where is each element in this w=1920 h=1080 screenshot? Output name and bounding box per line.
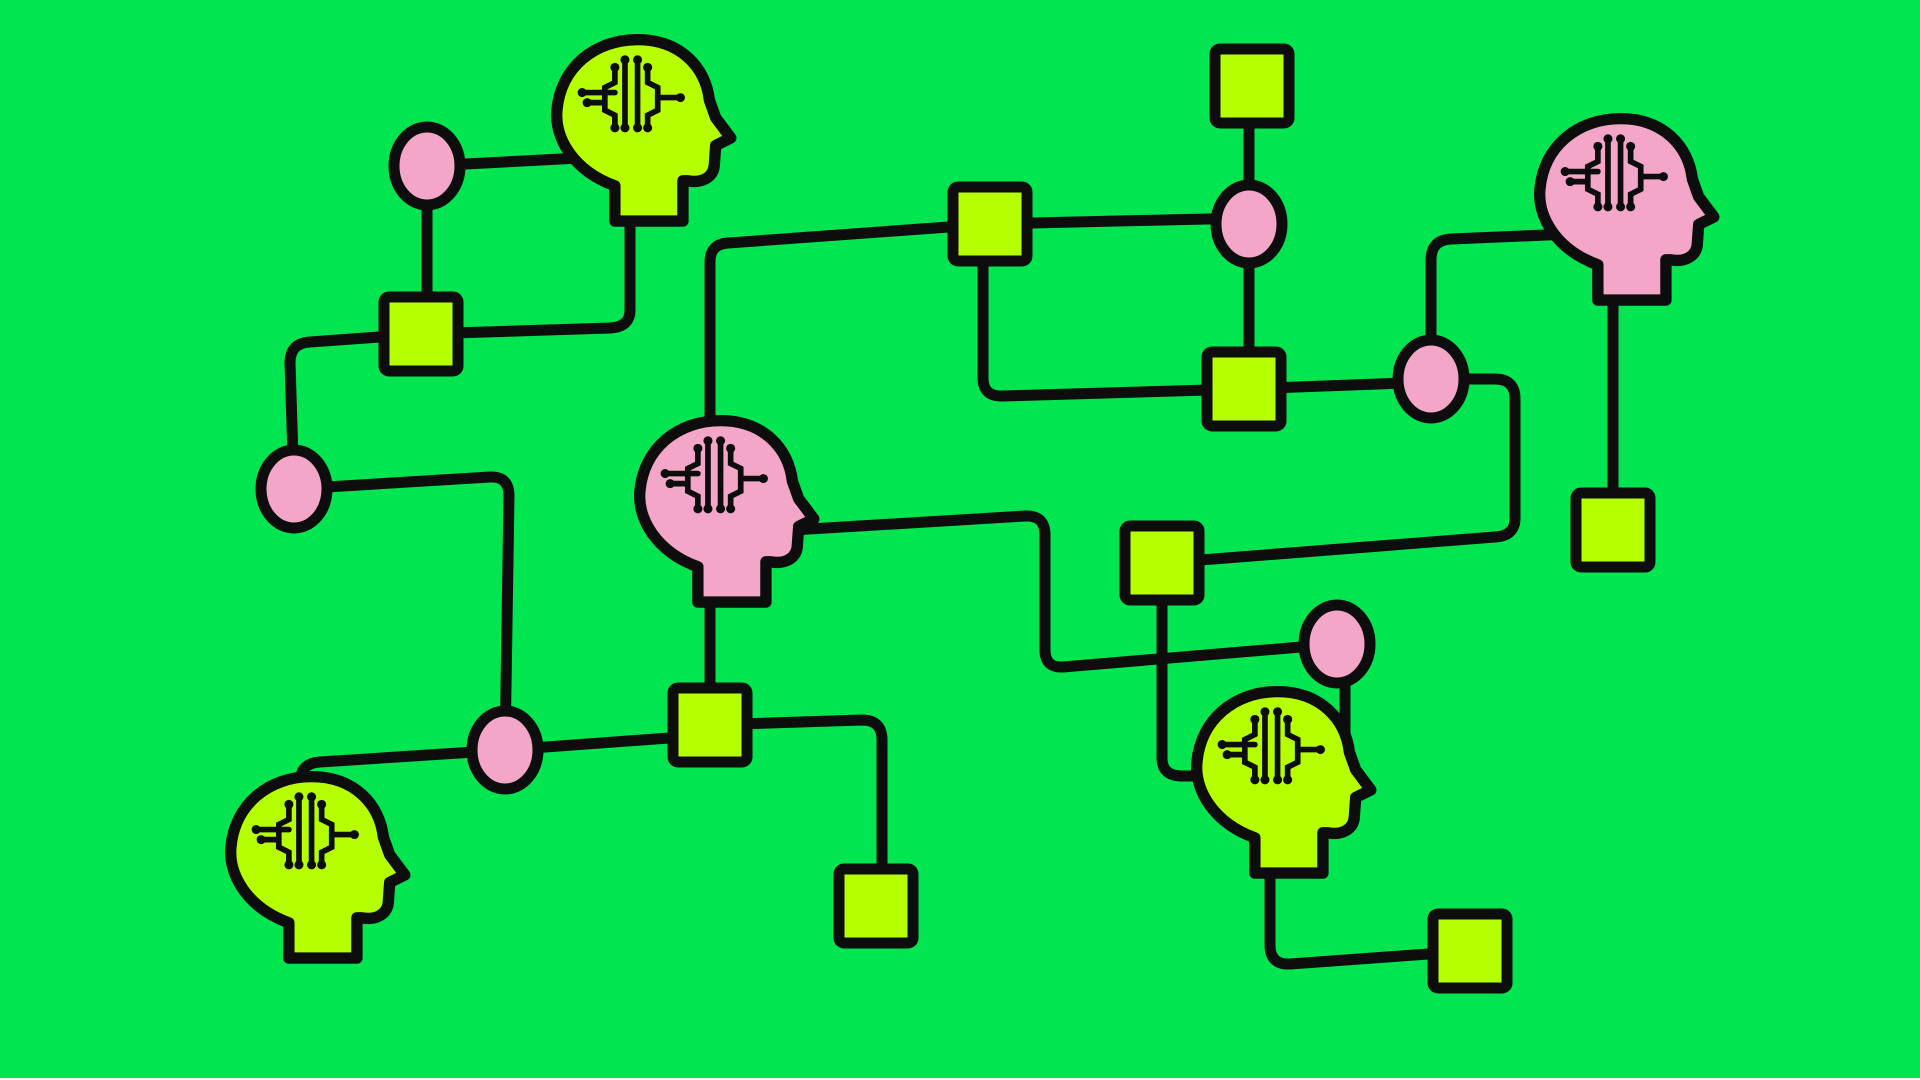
connection-line xyxy=(288,471,515,756)
circle-node xyxy=(1392,334,1470,424)
connection-line xyxy=(984,212,1255,230)
square-node xyxy=(378,291,464,377)
square-node xyxy=(667,682,753,768)
connection-line xyxy=(1425,228,1576,385)
square-node xyxy=(1570,487,1656,573)
connection-line xyxy=(1156,373,1521,569)
ai-head-icon xyxy=(551,33,737,227)
circuit-icon xyxy=(1221,711,1321,781)
network-nodes xyxy=(225,33,1720,994)
circle-node xyxy=(1210,179,1288,269)
connection-line xyxy=(704,714,888,912)
ai-head-icon xyxy=(225,770,411,964)
connection-line xyxy=(1156,557,1231,782)
connection-line xyxy=(754,510,1343,673)
circle-node xyxy=(466,705,544,795)
square-node xyxy=(1201,346,1287,432)
square-node xyxy=(947,181,1033,267)
connection-line xyxy=(1264,864,1476,970)
circuit-icon xyxy=(255,796,355,866)
circuit-icon xyxy=(1564,138,1664,208)
connection-line xyxy=(704,218,996,476)
circuit-icon xyxy=(664,440,764,510)
connection-lines xyxy=(284,80,1619,970)
ai-head-icon xyxy=(634,414,820,608)
square-node xyxy=(1427,908,1513,994)
connection-line xyxy=(284,328,427,495)
square-node xyxy=(1209,43,1295,129)
connection-line xyxy=(415,214,636,340)
circle-node xyxy=(255,444,333,534)
circle-node xyxy=(388,121,466,211)
ai-head-icon xyxy=(1191,685,1377,879)
circle-node xyxy=(1298,599,1376,689)
circuit-icon xyxy=(581,59,681,129)
ai-head-icon xyxy=(1534,112,1720,306)
square-node xyxy=(1119,520,1205,606)
square-node xyxy=(833,863,919,949)
connection-line xyxy=(977,218,1250,402)
